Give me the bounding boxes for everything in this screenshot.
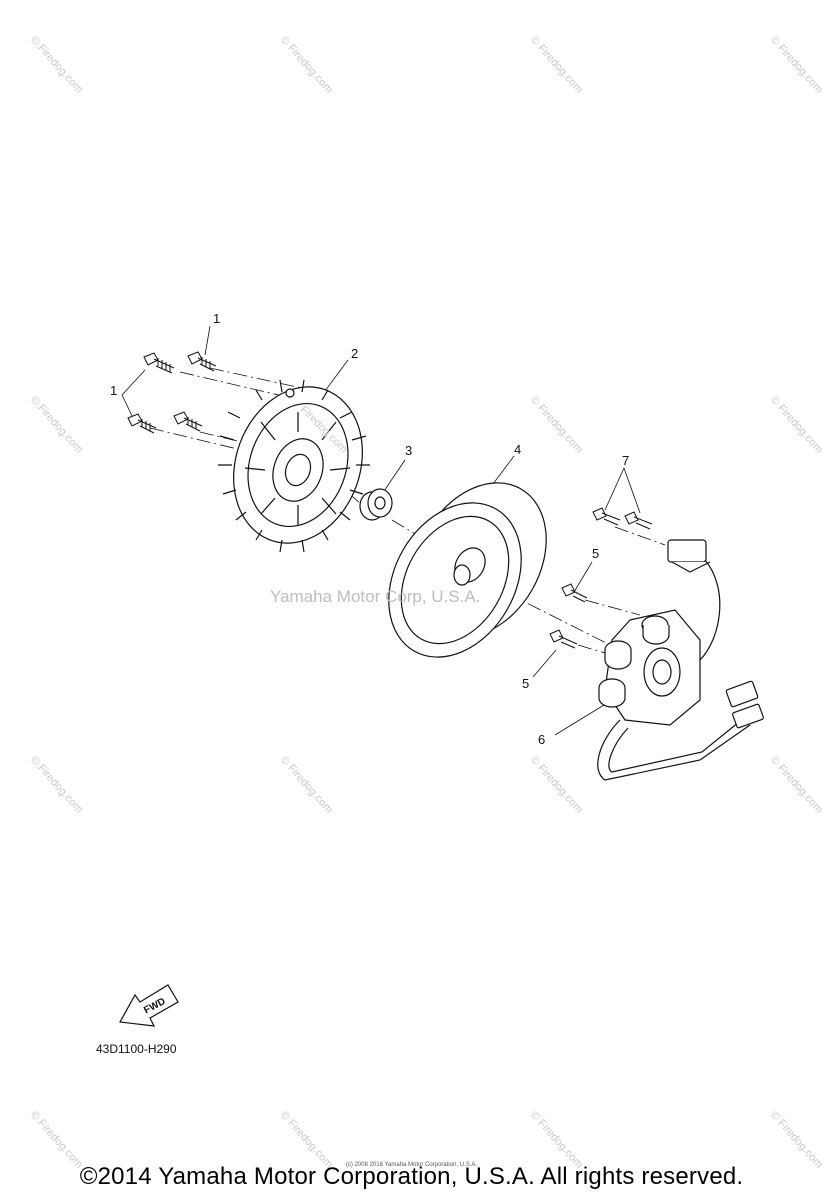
callout-2: 2	[351, 346, 358, 361]
bolt-group-1	[127, 351, 217, 434]
bolt	[143, 352, 175, 374]
site-watermark: © Firedog.com	[528, 34, 585, 96]
part-code: 43D1100-H290	[96, 1042, 177, 1056]
bolt	[592, 507, 621, 526]
callout-1: 1	[110, 383, 117, 398]
bolt	[127, 413, 157, 434]
site-watermark: © Firedog.com	[528, 754, 585, 816]
stator-assembly	[597, 539, 764, 781]
site-watermark: © Firedog.com	[278, 754, 335, 816]
bolt	[187, 351, 217, 372]
bolt	[549, 629, 578, 649]
center-watermark: Yamaha Motor Corp, U.S.A.	[270, 587, 480, 606]
flywheel-rotor	[388, 482, 547, 658]
site-watermark: © Firedog.com	[28, 754, 85, 816]
site-watermark: © Firedog.com	[28, 34, 85, 96]
leader-lines	[121, 325, 666, 736]
bolt	[561, 583, 588, 603]
copyright-small: (c) 2008 2016 Yamaha Motor Corporation, …	[345, 1162, 478, 1168]
bolt	[624, 511, 653, 530]
bolt	[173, 411, 203, 432]
site-watermark: © Firedog.com	[528, 394, 585, 456]
callout-4: 4	[514, 442, 521, 457]
callouts: 1 1 2 3 4 7 5 5 6	[110, 311, 629, 747]
copyright: ©2014 Yamaha Motor Corporation, U.S.A. A…	[79, 1163, 744, 1190]
bolt-group-7	[592, 507, 653, 530]
callout-3: 3	[405, 443, 412, 458]
bolt-group-5	[549, 583, 588, 649]
site-watermark: © Firedog.com	[768, 34, 823, 96]
callout-5: 5	[522, 676, 529, 691]
cooling-fan	[218, 379, 370, 553]
callout-1: 1	[213, 311, 220, 326]
site-watermark: © Firedog.com	[768, 754, 823, 816]
site-watermark: © Firedog.com	[768, 394, 823, 456]
site-watermark: © Firedog.com	[278, 34, 335, 96]
collar	[359, 488, 393, 521]
callout-7: 7	[622, 453, 629, 468]
callout-5: 5	[592, 546, 599, 561]
callout-6: 6	[538, 732, 545, 747]
forward-arrow-icon: FWD	[119, 984, 179, 1027]
site-watermark: © Firedog.com	[28, 394, 85, 456]
